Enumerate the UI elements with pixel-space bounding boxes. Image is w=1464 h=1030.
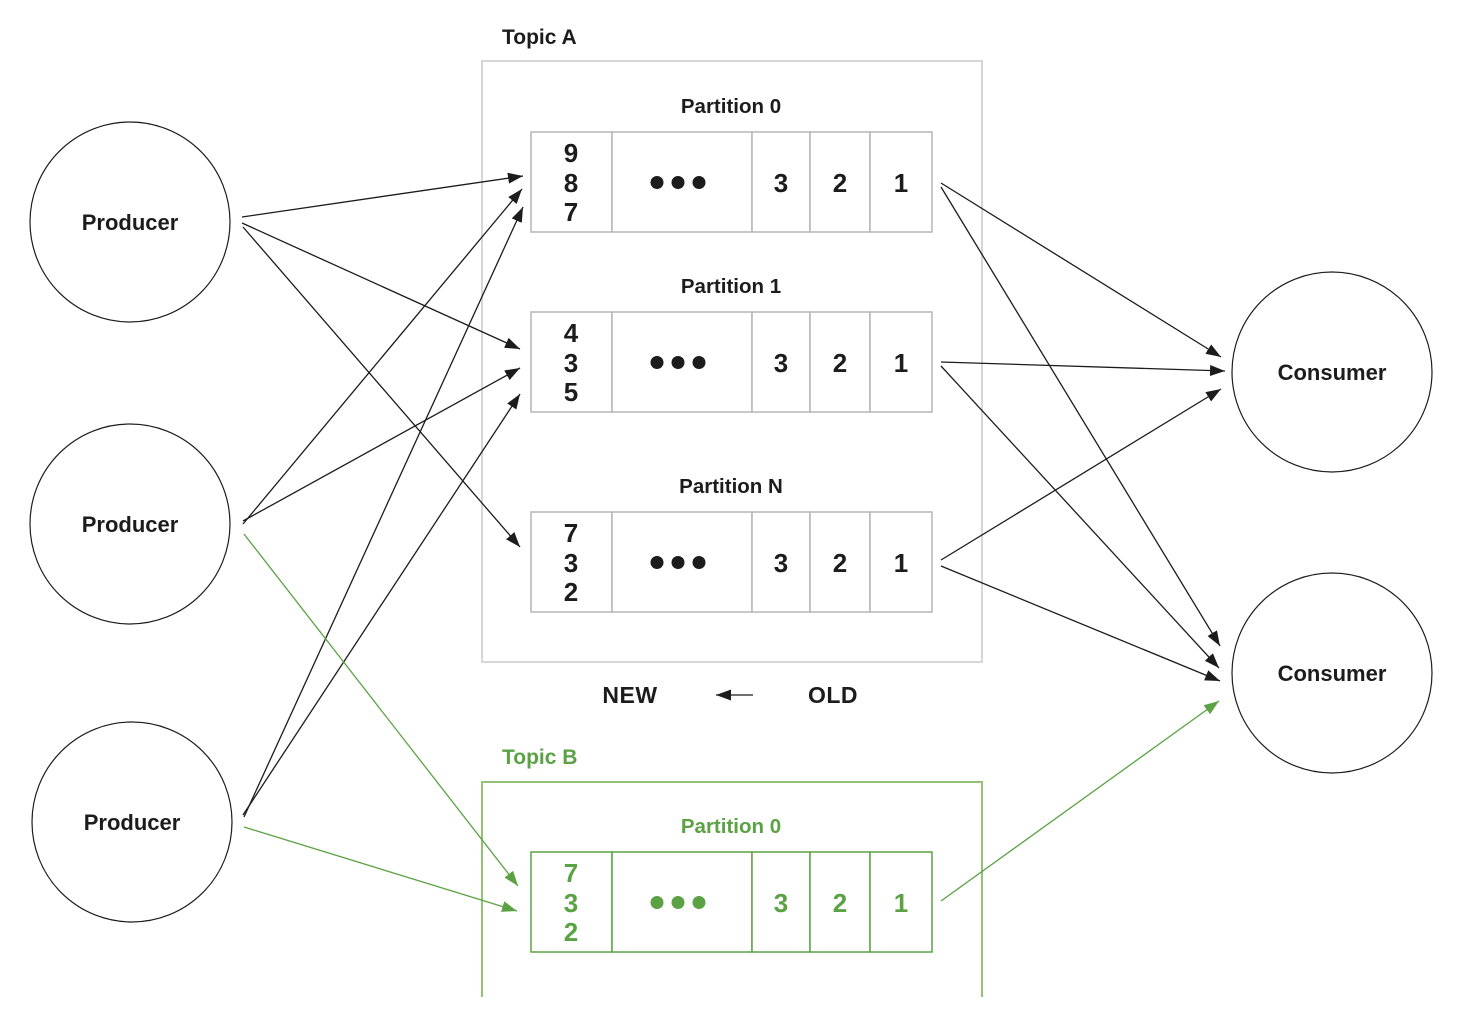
message-cell: [869, 131, 933, 233]
consumer-node: [1231, 271, 1433, 473]
new-messages-stack: 7 3 2: [564, 858, 578, 947]
message-number: 3: [564, 888, 578, 918]
message-cell-ellipsis: [611, 851, 753, 953]
topic-a-partition1-to-consumer1-arrow: [940, 361, 1226, 377]
message-number: 7: [564, 197, 578, 227]
consumer-node: [1231, 572, 1433, 774]
message-number: 7: [564, 518, 578, 548]
message-cell: [869, 851, 933, 953]
message-number: 4: [564, 318, 579, 348]
message-number: 1: [894, 168, 908, 198]
producer-label: Producer: [82, 512, 179, 537]
producer1-to-topic-a-partition0-arrow: [241, 172, 524, 218]
legend-new-label: NEW: [602, 682, 657, 708]
consumer-2: Consumer: [1231, 572, 1433, 774]
message-number: 3: [774, 168, 788, 198]
partition-label: Partition 1: [681, 275, 781, 298]
partition-label: Partition N: [679, 475, 783, 498]
message-number: 3: [774, 548, 788, 578]
ordering-legend: NEW OLD: [602, 682, 858, 708]
message-cell-new: [530, 131, 613, 233]
producer3-to-topic-b-partition0-arrow: [243, 826, 518, 912]
message-cell: [869, 511, 933, 613]
topic-a-partition0-to-consumer1-arrow: [940, 182, 1222, 358]
message-cell: [809, 851, 871, 953]
topic-a-partition1-to-consumer2-arrow: [940, 365, 1220, 669]
message-number: 3: [774, 348, 788, 378]
topic-a-partition-n: Partition N 7 3 2 3 2 1: [530, 475, 933, 613]
message-number: 3: [564, 348, 578, 378]
consumer-label: Consumer: [1278, 360, 1387, 385]
message-number: 2: [833, 548, 847, 578]
message-cell: [809, 311, 871, 413]
producer1-to-topic-a-partitionN-arrow: [242, 226, 521, 548]
producer-2: Producer: [29, 423, 231, 625]
message-number: 1: [894, 348, 908, 378]
topic-b-box: [481, 781, 983, 997]
topic-a-partitionN-to-consumer1-arrow: [940, 388, 1222, 561]
producer-node: [31, 721, 233, 923]
topic-a-partitionN-to-consumer2-arrow: [940, 565, 1221, 682]
message-number: 9: [564, 138, 578, 168]
new-messages-stack: 9 8 7: [564, 138, 578, 227]
ellipsis-icon: [650, 176, 706, 189]
legend-old-label: OLD: [808, 682, 858, 708]
topic-a-label: Topic A: [502, 26, 577, 49]
message-cell: [751, 851, 811, 953]
message-number: 2: [833, 888, 847, 918]
topic-b-partition-0: Partition 0 7 3 2 3 2 1: [530, 815, 933, 953]
producer-label: Producer: [82, 210, 179, 235]
producer-label: Producer: [84, 810, 181, 835]
message-cell-new: [530, 851, 613, 953]
producer3-to-topic-a-partition1-arrow: [242, 393, 521, 816]
message-cell-new: [530, 511, 613, 613]
producer2-to-topic-a-partition0-arrow: [242, 188, 523, 525]
topic-a-partition-0: Partition 0 9 8 7 3 2 1: [530, 95, 933, 233]
message-number: 2: [564, 577, 578, 607]
message-cell: [751, 511, 811, 613]
topic-a-partition-1: Partition 1 4 3 5 3 2 1: [530, 275, 933, 413]
message-number: 2: [564, 917, 578, 947]
message-number: 8: [564, 168, 578, 198]
message-cell: [869, 311, 933, 413]
message-number: 3: [564, 548, 578, 578]
message-number: 5: [564, 377, 578, 407]
partition-label: Partition 0: [681, 95, 781, 118]
partition-label: Partition 0: [681, 815, 781, 838]
producer1-to-topic-a-partition1-arrow: [241, 222, 521, 350]
topic-a-box: [481, 60, 983, 663]
consumer-1: Consumer: [1231, 271, 1433, 473]
message-cell: [809, 131, 871, 233]
topic-a-partition0-to-consumer2-arrow: [940, 186, 1221, 647]
message-cell-new: [530, 311, 613, 413]
producer-1: Producer: [29, 121, 231, 323]
ellipsis-icon: [650, 556, 706, 569]
producer3-to-topic-a-partition0-arrow: [243, 206, 524, 818]
producer2-to-topic-a-partition1-arrow: [242, 367, 521, 522]
message-number: 2: [833, 168, 847, 198]
producer-node: [29, 121, 231, 323]
topic-b-label: Topic B: [502, 746, 577, 769]
message-cell: [809, 511, 871, 613]
message-number: 1: [894, 888, 908, 918]
message-number: 2: [833, 348, 847, 378]
message-number: 7: [564, 858, 578, 888]
consumer-label: Consumer: [1278, 661, 1387, 686]
new-messages-stack: 4 3 5: [564, 318, 579, 407]
producer-node: [29, 423, 231, 625]
message-number: 1: [894, 548, 908, 578]
ellipsis-icon: [650, 896, 706, 909]
topic-b-partition0-to-consumer2-arrow: [940, 700, 1220, 902]
message-cell: [751, 311, 811, 413]
producer-3: Producer: [31, 721, 233, 923]
producer2-to-topic-b-partition0-arrow: [243, 533, 519, 887]
new-messages-stack: 7 3 2: [564, 518, 578, 607]
ellipsis-icon: [650, 356, 706, 369]
message-number: 3: [774, 888, 788, 918]
